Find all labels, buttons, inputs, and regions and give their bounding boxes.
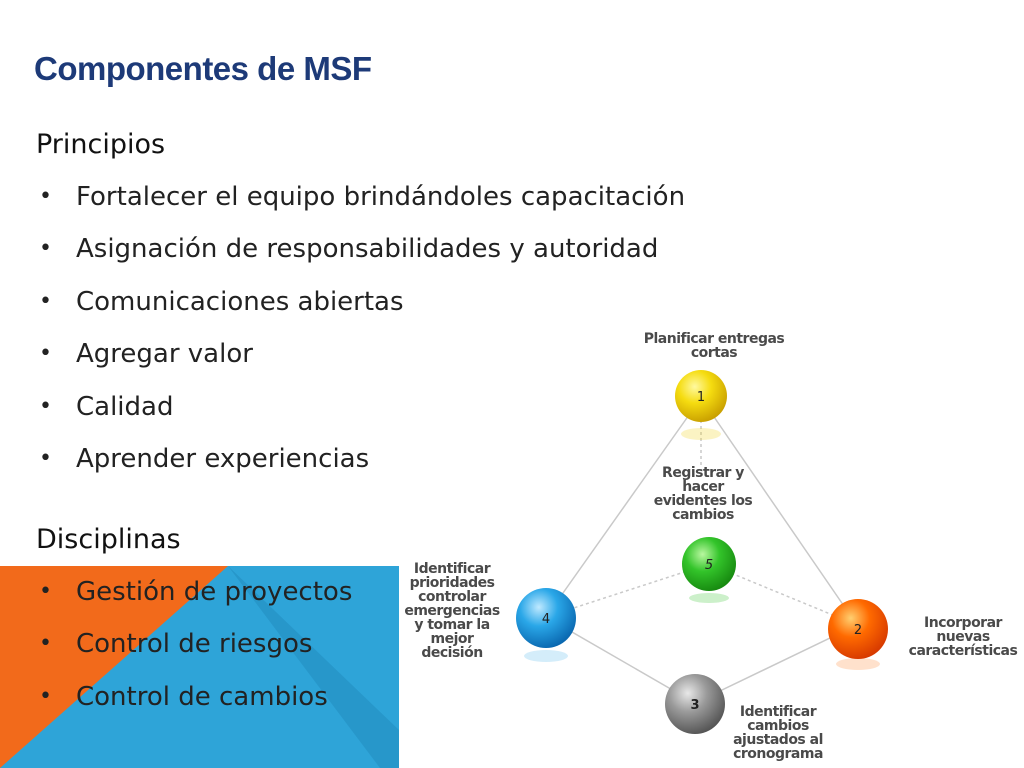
bullet-dot: • [39, 236, 52, 262]
blue-shade [228, 566, 399, 768]
principle-text: Fortalecer el equipo brindándoles capaci… [76, 182, 686, 212]
principle-item: • Aprender experiencias [36, 442, 685, 494]
discipline-text: Control de cambios [76, 681, 328, 712]
bullet-dot: • [39, 393, 52, 419]
slide-title: Componentes de MSF [34, 50, 372, 87]
principles-list: • Fortalecer el equipo brindándoles capac… [36, 180, 685, 494]
principles-heading: Principios [36, 129, 166, 160]
edge-4-5 [545, 563, 710, 618]
bullet-dot: • [39, 184, 52, 209]
principle-text: Aprender experiencias [76, 443, 370, 474]
principle-item: • Comunicaciones abiertas [36, 285, 685, 337]
node-4-number: 4 [542, 612, 550, 627]
node-3: 3 [665, 674, 725, 734]
bullet-dot: • [39, 445, 52, 471]
node-1-label: Planificar entregas cortas [643, 331, 785, 361]
node-1-number: 1 [697, 390, 705, 405]
edge-1-2 [700, 397, 858, 626]
node-2-number: 2 [854, 623, 862, 638]
principle-item: • Asignación de responsabilidades y autor… [36, 232, 685, 284]
node-2-label: Incorporar nuevas características [908, 615, 1018, 659]
node-4-label: Identificar prioridades controlar emerge… [404, 561, 500, 661]
principle-item: • Calidad [36, 390, 685, 442]
edge-1-4 [545, 397, 702, 618]
diagram-graphics: 1 2 3 4 5 [516, 370, 888, 734]
discipline-item: • Control de riesgos [36, 627, 352, 679]
bullet-dot: • [39, 288, 52, 314]
principle-item: • Agregar valor [36, 337, 685, 389]
node-2: 2 [828, 599, 888, 670]
discipline-text: Gestión de proyectos [76, 577, 353, 607]
bullet-dot: • [39, 341, 52, 367]
disciplines-heading: Disciplinas [36, 524, 181, 555]
bullet-dot: • [39, 579, 52, 604]
node-3-label: Identificar cambios ajustados al cronogr… [733, 704, 823, 762]
node-5: 5 [682, 537, 736, 603]
blue-block [0, 566, 399, 768]
principle-text: Agregar valor [76, 339, 253, 370]
discipline-item: • Gestión de proyectos [36, 575, 352, 627]
principle-text: Calidad [76, 391, 174, 422]
bullet-dot: • [39, 631, 52, 657]
principle-text: Asignación de responsabilidades y autori… [76, 234, 659, 265]
node-5-label: Registrar y hacer evidentes los cambios [653, 465, 753, 523]
msf-cycle-diagram: 1 2 3 4 5 [395, 320, 1024, 768]
principle-text: Comunicaciones abiertas [76, 286, 404, 317]
bullet-dot: • [39, 683, 52, 709]
node-4: 4 [516, 588, 576, 662]
disciplines-list: • Gestión de proyectos • Control de riesgo… [36, 575, 352, 732]
principle-item: • Fortalecer el equipo brindándoles capac… [36, 180, 685, 232]
node-3-number: 3 [690, 698, 699, 713]
node-5-number: 5 [705, 558, 713, 573]
node-1: 1 [675, 370, 727, 440]
discipline-item: • Control de cambios [36, 680, 352, 732]
discipline-text: Control de riesgos [76, 629, 313, 660]
